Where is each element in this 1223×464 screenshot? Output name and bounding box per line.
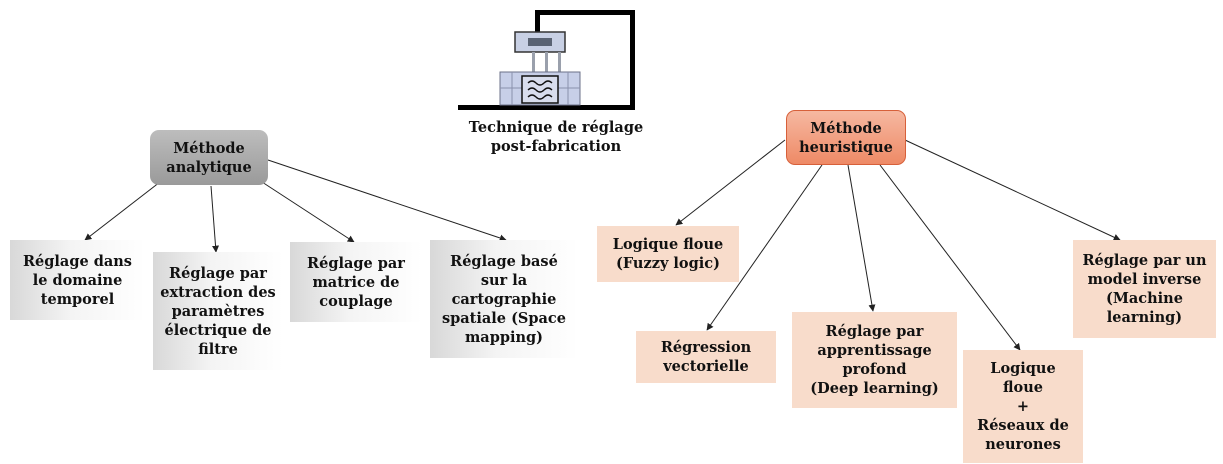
device-caption: Technique de réglage post-fabrication [468, 119, 644, 155]
connector-heuristic-1 [675, 139, 786, 226]
heuristic-leaf-fuzzy-logic: Logique floue (Fuzzy logic) [597, 226, 739, 282]
heuristic-leaf-fuzzy-neural: Logique floue + Réseaux de neurones [963, 350, 1083, 463]
connector-heuristic-5 [904, 139, 1121, 241]
connector-heuristic-3 [847, 164, 876, 312]
analytic-leaf-coupling-matrix: Réglage par matrice de couplage [290, 242, 422, 322]
analytic-leaf-time-domain: Réglage dans le domaine temporel [10, 240, 145, 320]
heuristic-leaf-inverse-model: Réglage par un model inverse (Machine le… [1073, 240, 1216, 338]
connector-analytic-4 [267, 159, 507, 242]
analytic-leaf-parameter-extraction: Réglage par extraction des paramètres él… [153, 252, 283, 370]
connector-analytic-1 [84, 181, 161, 241]
tuning-device-illustration [458, 10, 635, 110]
connector-analytic-3 [261, 181, 355, 243]
heuristic-leaf-deep-learning: Réglage par apprentissage profond (Deep … [792, 312, 957, 408]
analytic-method-node: Méthode analytique [150, 130, 268, 185]
connector-heuristic-4 [879, 164, 1021, 351]
connector-heuristic-2 [706, 164, 823, 331]
analytic-leaf-space-mapping: Réglage basé sur la cartographie spatial… [430, 240, 578, 358]
heuristic-method-node: Méthode heuristique [786, 110, 906, 165]
connector-analytic-2 [210, 185, 220, 253]
heuristic-leaf-vector-regression: Régression vectorielle [636, 331, 776, 383]
